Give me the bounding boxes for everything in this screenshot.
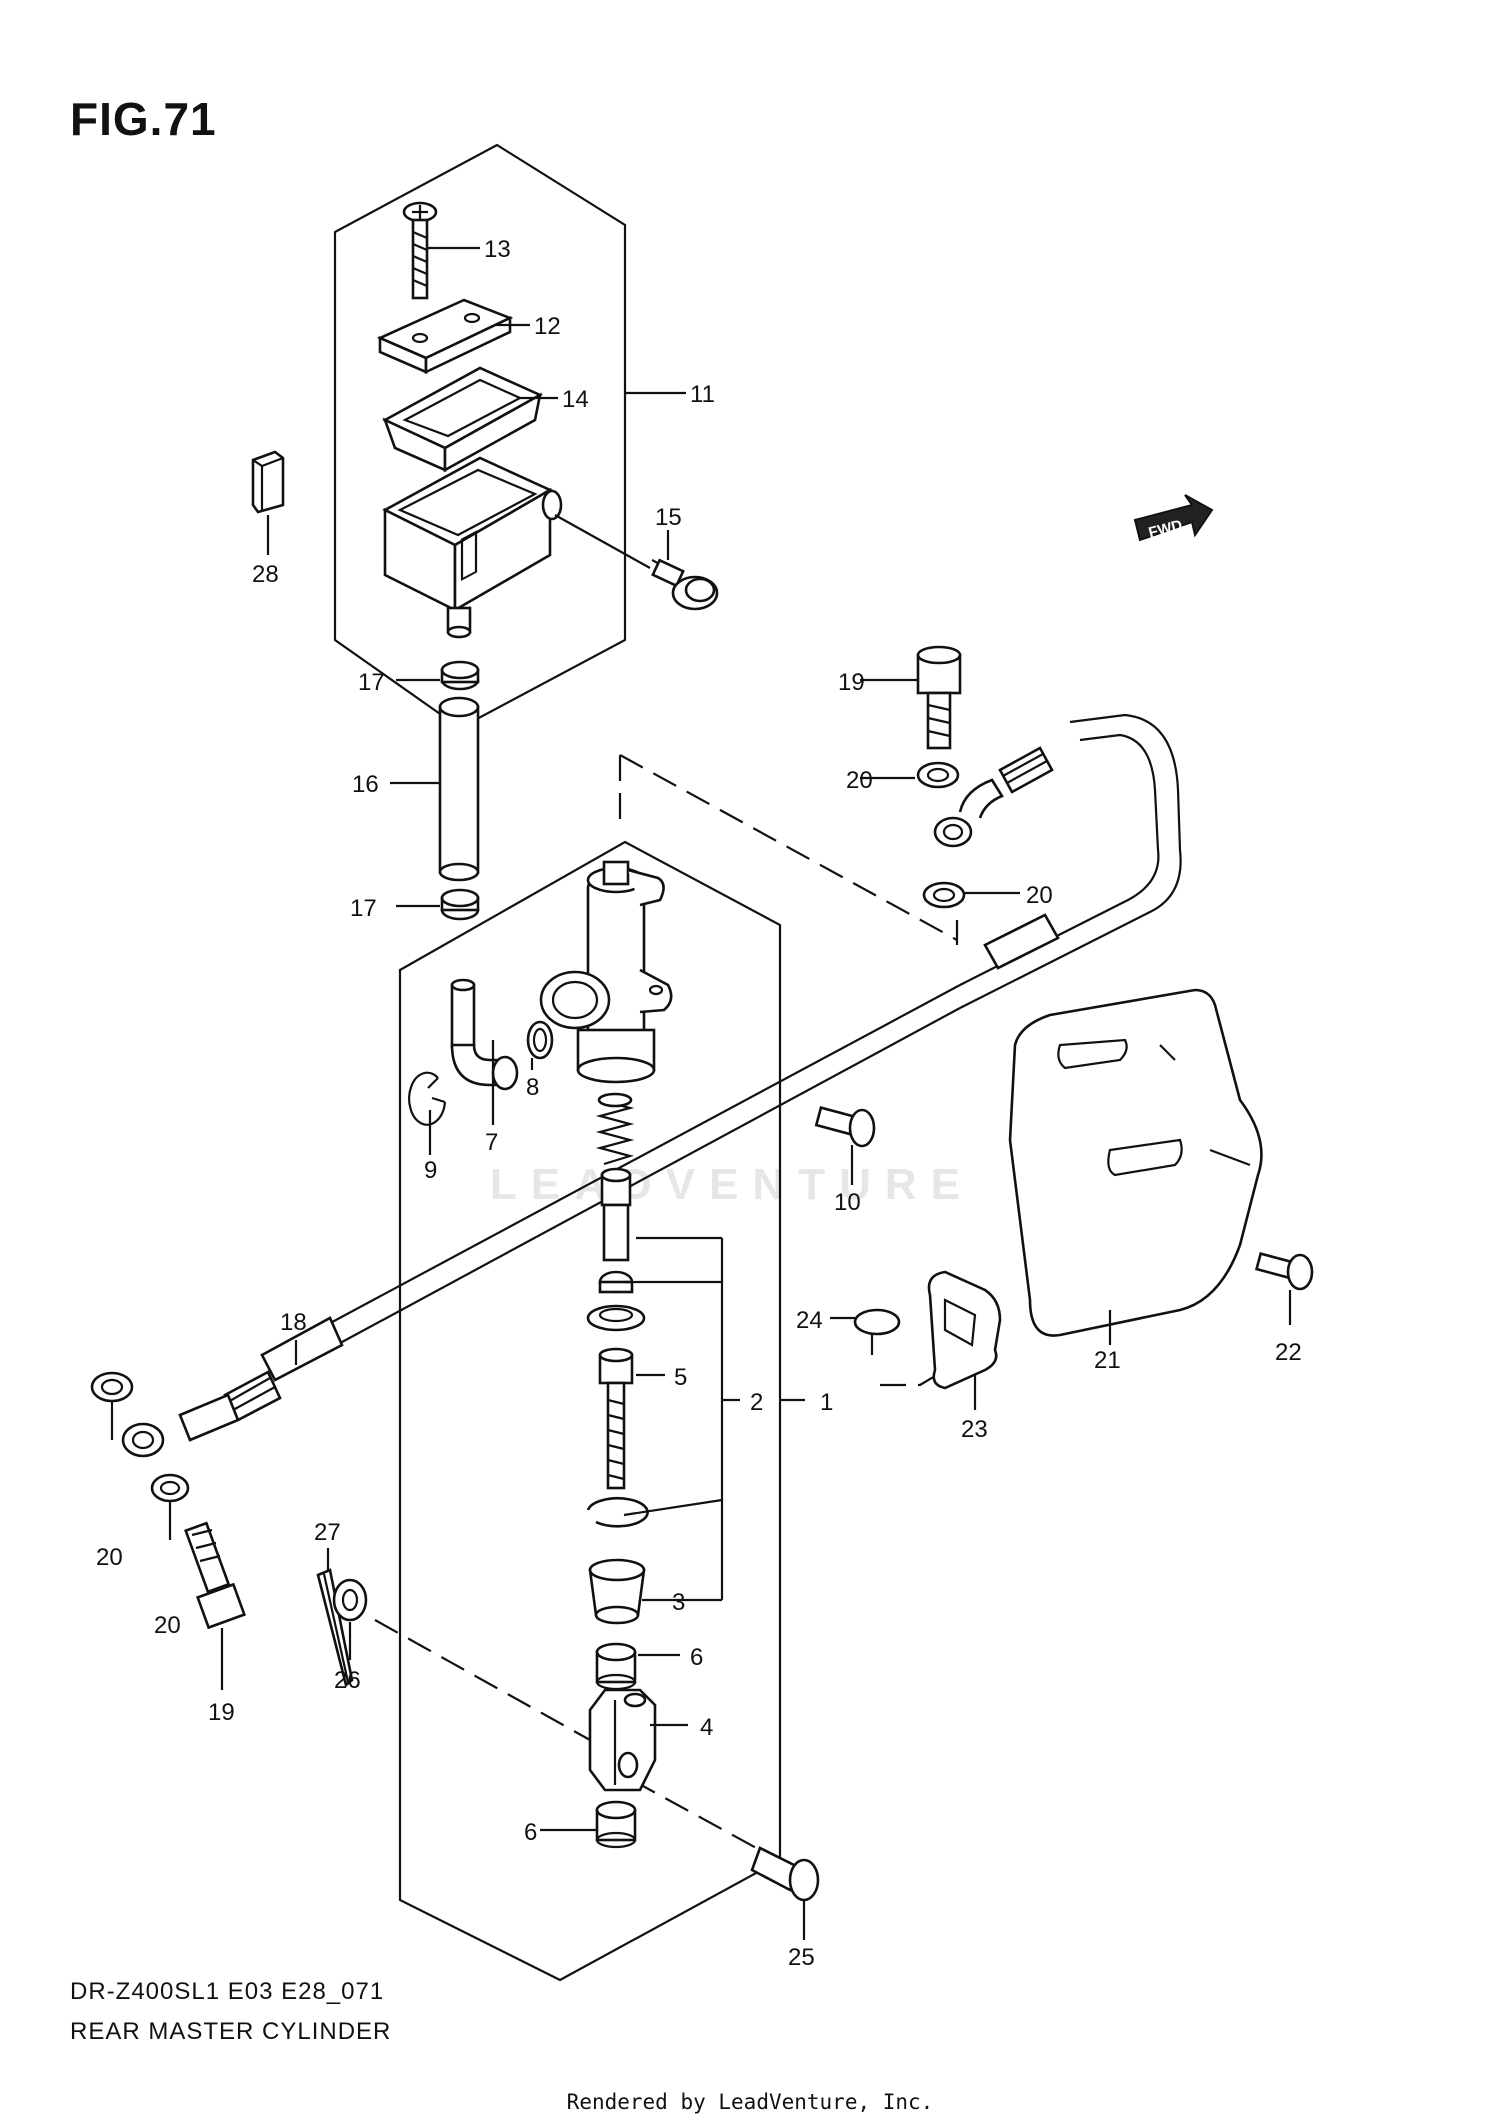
callout-24: 24 [796, 1307, 823, 1334]
spring [595, 1092, 635, 1166]
hose-clamp-part-17-upper [440, 660, 480, 691]
forward-badge: FWD [1133, 494, 1214, 542]
clip-part-24 [853, 1308, 901, 1355]
washer-part-20-b [922, 881, 966, 909]
callout-6-upper: 6 [690, 1644, 703, 1671]
leader-dashed [374, 1619, 591, 1741]
callout-6-lower: 6 [524, 1819, 537, 1846]
callout-22: 22 [1275, 1339, 1302, 1366]
callout-18: 18 [280, 1309, 307, 1336]
callout-4: 4 [700, 1714, 713, 1741]
callout-20-b: 20 [1026, 882, 1053, 909]
callout-21: 21 [1094, 1347, 1121, 1374]
callout-5: 5 [674, 1364, 687, 1391]
callout-17-upper: 17 [358, 669, 385, 696]
block-part-28 [251, 450, 285, 514]
hose-clamp-part-17-lower [440, 888, 480, 921]
callout-2: 2 [750, 1389, 763, 1416]
callout-12: 12 [534, 313, 561, 340]
circlip-part-9 [408, 1071, 447, 1126]
callout-27: 27 [314, 1519, 341, 1546]
boot-part-3 [588, 1558, 646, 1625]
callout-28: 28 [252, 561, 279, 588]
callout-7: 7 [485, 1129, 498, 1156]
hose-connector-part-7 [450, 978, 519, 1091]
banjo-bolt-part-19-lower [184, 1521, 246, 1630]
reservoir-group-frame [333, 143, 627, 730]
hose-part-16 [438, 696, 480, 882]
callout-25: 25 [788, 1944, 815, 1971]
callout-20-d: 20 [154, 1612, 181, 1639]
bolt-part-15 [651, 558, 719, 611]
screw-part-22 [1254, 1252, 1314, 1291]
figure-title: FIG.71 [70, 93, 217, 145]
screw-part-13 [402, 201, 438, 300]
callout-labels: 1 2 3 4 5 6 6 7 8 9 10 11 12 13 14 15 16… [96, 236, 1302, 1971]
callout-26: 26 [334, 1667, 361, 1694]
master-cylinder-body [539, 860, 673, 1084]
callout-17-lower: 17 [350, 895, 377, 922]
watermark: LEADVENTURE [490, 1160, 975, 1209]
reservoir-body [382, 456, 563, 639]
plate-part-12 [376, 298, 514, 375]
bolt-part-10 [814, 1106, 876, 1148]
callout-19-upper: 19 [838, 669, 865, 696]
callout-13: 13 [484, 236, 511, 263]
callout-16: 16 [352, 771, 379, 798]
nut-part-6-upper [595, 1642, 637, 1691]
brake-hose-part-18 [121, 713, 1182, 1458]
callout-14: 14 [562, 386, 589, 413]
callout-11: 11 [690, 381, 715, 408]
leader [554, 514, 651, 569]
leader-dashed [619, 754, 958, 941]
figure-caption: REAR MASTER CYLINDER [70, 2018, 392, 2045]
callout-9: 9 [424, 1157, 437, 1184]
leader-dashed [631, 1779, 761, 1851]
callout-23: 23 [961, 1416, 988, 1443]
washer-part-20-c [90, 1371, 134, 1403]
o-ring-part-8 [526, 1020, 554, 1060]
washer-part-20-d [150, 1473, 190, 1503]
render-credit: Rendered by LeadVenture, Inc. [566, 2090, 934, 2114]
clevis-pin-part-25 [750, 1846, 820, 1902]
nut-part-6-lower [595, 1800, 637, 1849]
callout-20-a: 20 [846, 767, 873, 794]
snap-ring [586, 1497, 649, 1528]
callout-leaders [110, 246, 1292, 1940]
cover-part-21 [1008, 988, 1263, 1337]
banjo-bolt-part-19-upper [916, 645, 962, 750]
washer [586, 1304, 646, 1332]
washer-part-20-a [916, 761, 960, 789]
diaphragm-part-14 [382, 366, 543, 473]
callout-1: 1 [820, 1389, 833, 1416]
callout-20-c: 20 [96, 1544, 123, 1571]
clevis-part-4 [588, 1688, 657, 1792]
callout-15: 15 [655, 504, 682, 531]
callout-3: 3 [672, 1589, 685, 1616]
model-code: DR-Z400SL1 E03 E28_071 [70, 1978, 385, 2005]
callout-19-lower: 19 [208, 1699, 235, 1726]
piston-part-5 [598, 1347, 634, 1490]
washer-part-26 [332, 1578, 368, 1622]
callout-8: 8 [526, 1074, 539, 1101]
hose-guide-part-23 [927, 1270, 1002, 1390]
cup-seal [598, 1167, 634, 1294]
callout-10: 10 [834, 1189, 861, 1216]
